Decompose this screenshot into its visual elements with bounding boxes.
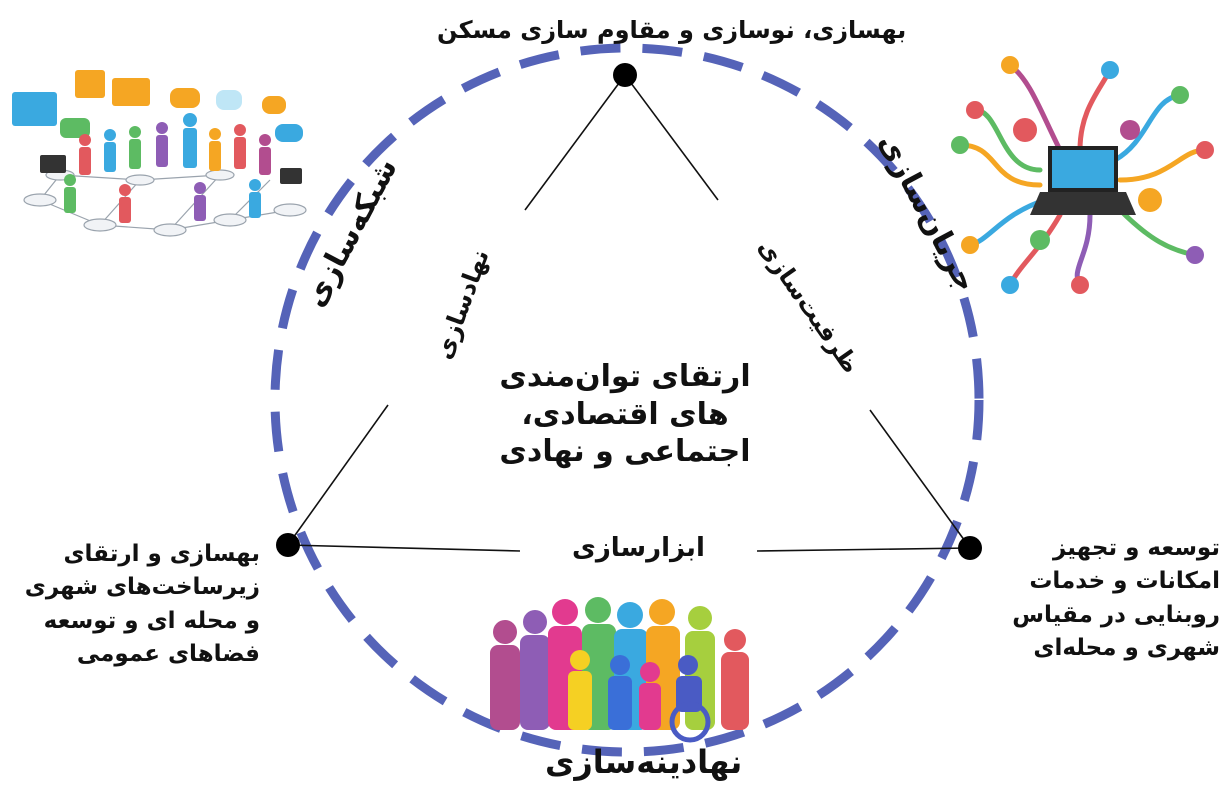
triangle-edge-bottom-right: [756, 547, 971, 552]
label-tooling: ابزارسازی: [572, 533, 705, 563]
people-group-icon: [490, 597, 749, 743]
social-network-icon: [12, 70, 307, 237]
triangle-edge-top-right-lower: [869, 409, 971, 549]
laptop-network-icon: [951, 56, 1214, 294]
label-left-infrastructure: بهسازی و ارتقای زیرساخت‌های شهری و محله …: [24, 541, 260, 668]
triangle-lines: [287, 74, 971, 552]
triangle-edge-bottom-left: [287, 544, 521, 552]
label-institutionalization: نهادینه‌سازی: [545, 743, 743, 781]
triangle-edge-top-right-upper: [624, 74, 719, 201]
node-right: [958, 536, 982, 560]
triangle-edge-top-left-lower: [287, 404, 389, 546]
label-right-services: توسعه و تجهیز امکانات و خدمات روبنایی در…: [1012, 535, 1220, 662]
label-center-empowerment: ارتقای توان‌مندی های اقتصادی، اجتماعی و …: [499, 359, 751, 469]
triangle-edge-top-left-upper: [524, 74, 626, 211]
node-top: [613, 63, 637, 87]
node-left: [276, 533, 300, 557]
dashed-cycle-circle: [270, 43, 984, 757]
label-top-housing: بهسازی، نوسازی و مقاوم سازی مسکن: [437, 16, 907, 44]
